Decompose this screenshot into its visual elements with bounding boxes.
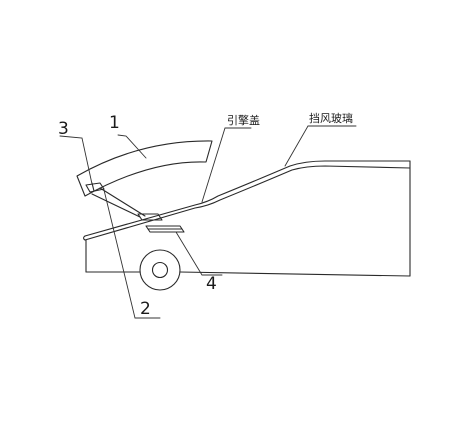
leader-1 (117, 134, 147, 159)
car-body (82, 160, 411, 277)
label-part-2: 2 (140, 299, 151, 319)
strut-bracket (137, 213, 163, 221)
bottom-line-rear (179, 271, 411, 277)
leader-2 (103, 189, 161, 319)
leader-3 (59, 135, 93, 185)
label-hood: 引擎盖 (227, 113, 260, 127)
text-labels: 3 1 2 4 引擎盖 挡风玻璃 (58, 111, 353, 319)
strut-upper (99, 187, 146, 217)
hood-inner-line (84, 165, 411, 241)
wheel (139, 249, 181, 291)
part-4-outline (145, 225, 185, 233)
part-3-detail (91, 182, 95, 192)
part-1-outline (76, 140, 213, 197)
strut-lower (91, 193, 141, 218)
part-3-block (85, 182, 105, 193)
leader-lines (59, 125, 357, 319)
label-part-4: 4 (206, 274, 217, 294)
label-part-1: 1 (109, 113, 120, 133)
part-3-outline (85, 182, 105, 193)
leader-hood (201, 127, 252, 203)
wheel-tire (139, 249, 181, 291)
front-bumper-line (82, 235, 86, 241)
part-1-cover (76, 140, 213, 197)
hood-outer-line (84, 160, 411, 237)
leader-4 (175, 231, 223, 276)
part-4-block (145, 225, 185, 233)
part-2-struts (91, 187, 163, 221)
label-part-3: 3 (58, 119, 69, 139)
wheel-hub (151, 261, 169, 279)
label-windshield: 挡风玻璃 (309, 111, 353, 125)
leader-windshield (284, 125, 357, 167)
